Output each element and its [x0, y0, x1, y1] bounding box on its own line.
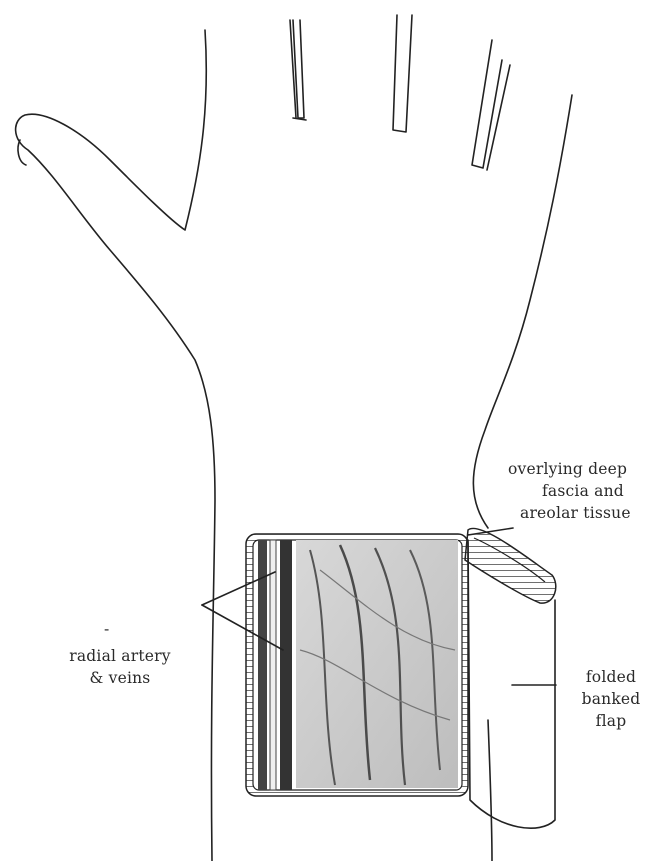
label-radial-artery: radial artery & veins	[50, 645, 190, 689]
label-dash: -	[104, 618, 109, 640]
label-radial-artery-line1: radial artery	[50, 645, 190, 667]
folded-banked-flap	[465, 528, 556, 828]
label-deep-fascia-line1: overlying deep	[508, 458, 631, 480]
label-radial-artery-line2: & veins	[50, 667, 190, 689]
label-deep-fascia-line3: areolar tissue	[508, 502, 631, 524]
radial-artery	[280, 540, 292, 790]
label-deep-fascia: overlying deep fascia and areolar tissue	[508, 458, 631, 524]
label-banked-flap-line3: flap	[570, 710, 652, 732]
label-banked-flap-line1: folded	[570, 666, 652, 688]
label-banked-flap-line2: banked	[570, 688, 652, 710]
flap-window	[246, 534, 468, 796]
label-deep-fascia-line2: fascia and	[508, 480, 631, 502]
label-banked-flap: folded banked flap	[570, 666, 652, 732]
